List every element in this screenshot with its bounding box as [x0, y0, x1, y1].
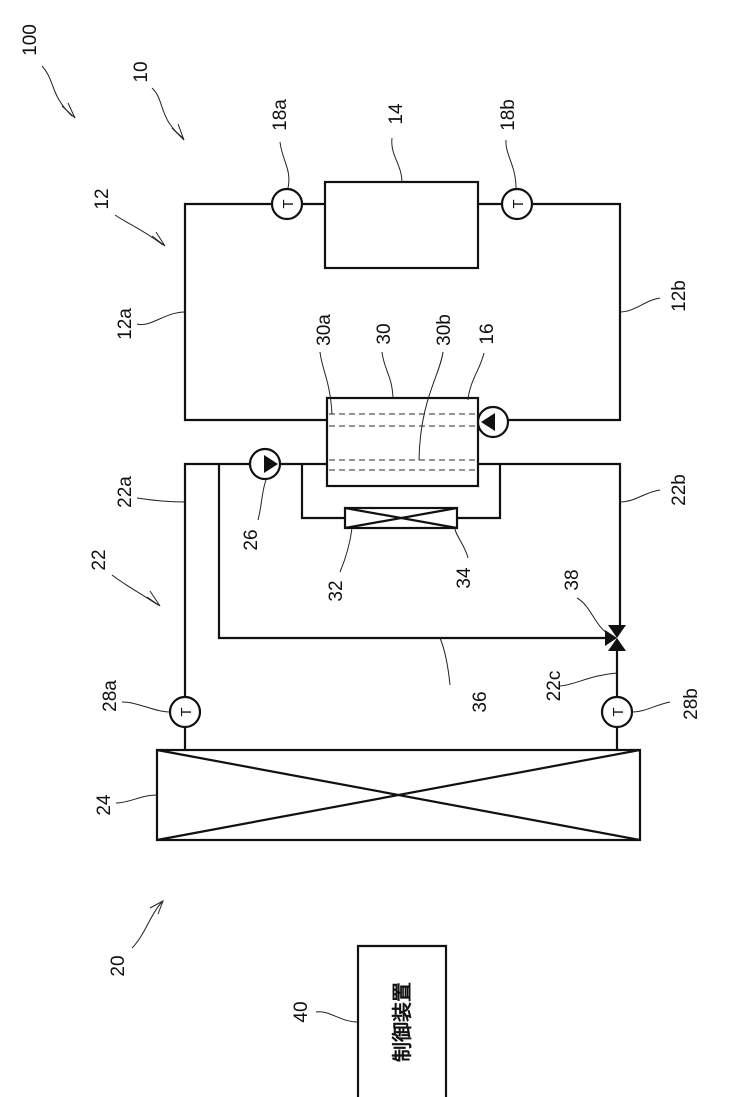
- pump-arrow-icon: [481, 413, 495, 431]
- label-22: 22: [89, 549, 110, 570]
- label-30: 30: [374, 323, 395, 344]
- label-34: 34: [454, 567, 475, 589]
- pump-16: [476, 405, 510, 439]
- load-box-14: [323, 180, 480, 270]
- sensor-t-glyph: T: [178, 707, 195, 716]
- branch-line-36: [217, 464, 607, 640]
- label-16: 16: [477, 323, 498, 344]
- bypass-line-34: [300, 464, 502, 520]
- label-30b: 30b: [434, 314, 455, 346]
- sensor-t-glyph: T: [280, 199, 297, 208]
- controller-label: 制御装置: [390, 982, 414, 1062]
- label-28b: 28b: [681, 688, 702, 720]
- label-32: 32: [326, 580, 347, 601]
- temperature-sensor-28b: T: [600, 695, 634, 729]
- label-36: 36: [470, 691, 491, 712]
- temperature-sensor-18b: T: [500, 187, 534, 221]
- air-heat-exchanger-24: [155, 748, 642, 842]
- sensor-t-glyph: T: [610, 707, 627, 716]
- label-40: 40: [291, 1001, 312, 1022]
- reference-labels: 100 10 12 18a 14 18b 12a 12b 30a 30 30b …: [20, 24, 702, 1022]
- label-28a: 28a: [100, 680, 121, 712]
- label-22b: 22b: [669, 474, 690, 506]
- sensor-t-glyph: T: [510, 199, 527, 208]
- label-38: 38: [562, 569, 583, 590]
- label-12: 12: [92, 188, 113, 209]
- second-loop-22: [183, 462, 622, 750]
- label-14: 14: [386, 103, 407, 125]
- leader-lines: [41, 65, 671, 1023]
- temperature-sensor-18a: T: [270, 187, 304, 221]
- label-20: 20: [108, 955, 129, 976]
- label-10: 10: [131, 61, 152, 82]
- temperature-sensor-28a: T: [168, 695, 202, 729]
- label-12b: 12b: [669, 280, 690, 312]
- controller-40: 制御装置: [356, 944, 448, 1097]
- heater-32: [343, 506, 459, 530]
- label-100: 100: [20, 24, 41, 56]
- pump-26: [248, 447, 282, 481]
- label-22a: 22a: [115, 476, 136, 508]
- three-way-valve-38: [605, 625, 626, 651]
- label-26: 26: [241, 529, 262, 550]
- label-18a: 18a: [270, 99, 291, 131]
- label-18b: 18b: [498, 99, 519, 131]
- heat-exchanger-30: [325, 396, 480, 488]
- label-12a: 12a: [115, 308, 136, 340]
- label-22c: 22c: [544, 671, 565, 702]
- label-24: 24: [94, 794, 115, 816]
- pump-arrow-icon: [264, 455, 278, 473]
- label-30a: 30a: [314, 314, 335, 346]
